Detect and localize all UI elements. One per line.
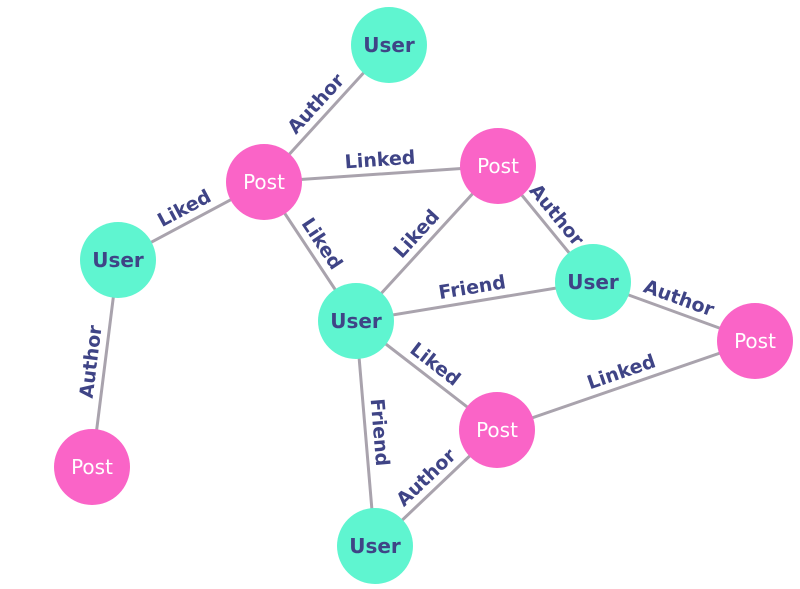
user-node-circle[interactable] bbox=[318, 283, 394, 359]
user-node-label: User bbox=[363, 33, 415, 57]
user-node-label: User bbox=[92, 248, 144, 272]
edge-line bbox=[354, 280, 595, 323]
edge-label-author: Author bbox=[283, 69, 349, 138]
edge-line bbox=[262, 164, 500, 184]
post-node-label: Post bbox=[477, 154, 519, 178]
edge-label-friend: Friend bbox=[366, 398, 394, 467]
post-node-circle[interactable] bbox=[717, 303, 793, 379]
node-user-bottom[interactable]: User bbox=[337, 508, 413, 584]
node-post-bottom-center[interactable]: Post bbox=[459, 392, 535, 468]
node-user-center[interactable]: User bbox=[318, 283, 394, 359]
post-node-label: Post bbox=[243, 170, 285, 194]
edge-label-author: Author bbox=[392, 444, 461, 511]
node-post-mid-right[interactable]: Post bbox=[460, 128, 536, 204]
edge-line bbox=[495, 339, 757, 432]
node-user-right[interactable]: User bbox=[555, 244, 631, 320]
post-node-circle[interactable] bbox=[54, 429, 130, 505]
post-node-circle[interactable] bbox=[226, 144, 302, 220]
post-node-label: Post bbox=[71, 455, 113, 479]
node-user-left[interactable]: User bbox=[80, 222, 156, 298]
post-node-label: Post bbox=[476, 418, 518, 442]
user-node-circle[interactable] bbox=[555, 244, 631, 320]
user-node-circle[interactable] bbox=[337, 508, 413, 584]
post-node-circle[interactable] bbox=[460, 128, 536, 204]
node-post-top[interactable]: Post bbox=[226, 144, 302, 220]
user-node-label: User bbox=[330, 309, 382, 333]
node-user-top[interactable]: User bbox=[351, 7, 427, 83]
node-post-far-right[interactable]: Post bbox=[717, 303, 793, 379]
post-node-circle[interactable] bbox=[459, 392, 535, 468]
user-node-label: User bbox=[349, 534, 401, 558]
edge-post-bottom-center-to-post-far-right: Linked bbox=[495, 339, 757, 432]
edge-label-linked: Linked bbox=[344, 147, 416, 174]
node-post-bottom-left[interactable]: Post bbox=[54, 429, 130, 505]
user-node-circle[interactable] bbox=[80, 222, 156, 298]
edge-label-author: Author bbox=[525, 180, 589, 251]
user-node-circle[interactable] bbox=[351, 7, 427, 83]
user-node-label: User bbox=[567, 270, 619, 294]
post-node-label: Post bbox=[734, 329, 776, 353]
edge-post-top-to-post-mid-right: Linked bbox=[262, 147, 500, 184]
